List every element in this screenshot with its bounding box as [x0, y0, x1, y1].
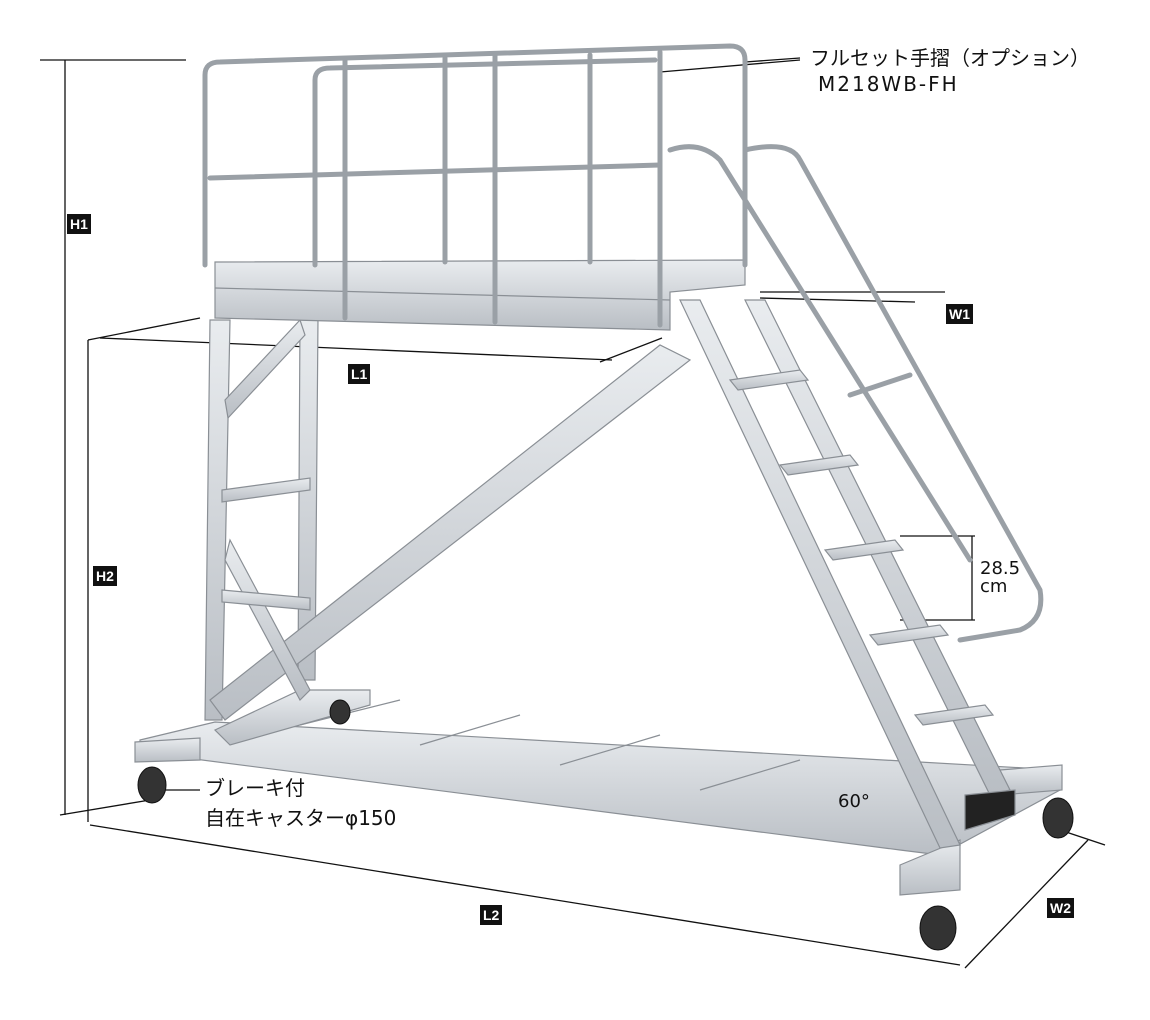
dimension-tag-l2: L2	[480, 905, 503, 925]
stair-ladder	[679, 299, 1016, 849]
handrails	[202, 43, 1044, 643]
base-frame	[134, 689, 1063, 896]
step-pitch-value: 28.5	[980, 558, 1021, 579]
dimension-lines	[40, 57, 1106, 969]
handrail-option-label: フルセット手摺（オプション）	[810, 46, 1090, 70]
handrail-model-number: M218WB-FH	[818, 72, 959, 96]
caster-size-label: 自在キャスターφ150	[205, 806, 397, 830]
platform-deck	[214, 259, 746, 331]
casters	[137, 699, 1074, 951]
dimension-tag-l1: L1	[348, 364, 371, 384]
caster-brake-label: ブレーキ付	[205, 776, 305, 800]
dimension-tag-h1: H1	[67, 214, 91, 234]
support-structure	[204, 317, 692, 721]
dimension-tag-w2: W2	[1047, 898, 1074, 918]
dimension-tag-h2: H2	[93, 566, 117, 586]
step-pitch-unit: cm	[980, 576, 1008, 597]
dimension-tag-w1: W1	[946, 304, 973, 324]
ladder-angle-label: 60°	[838, 791, 870, 812]
